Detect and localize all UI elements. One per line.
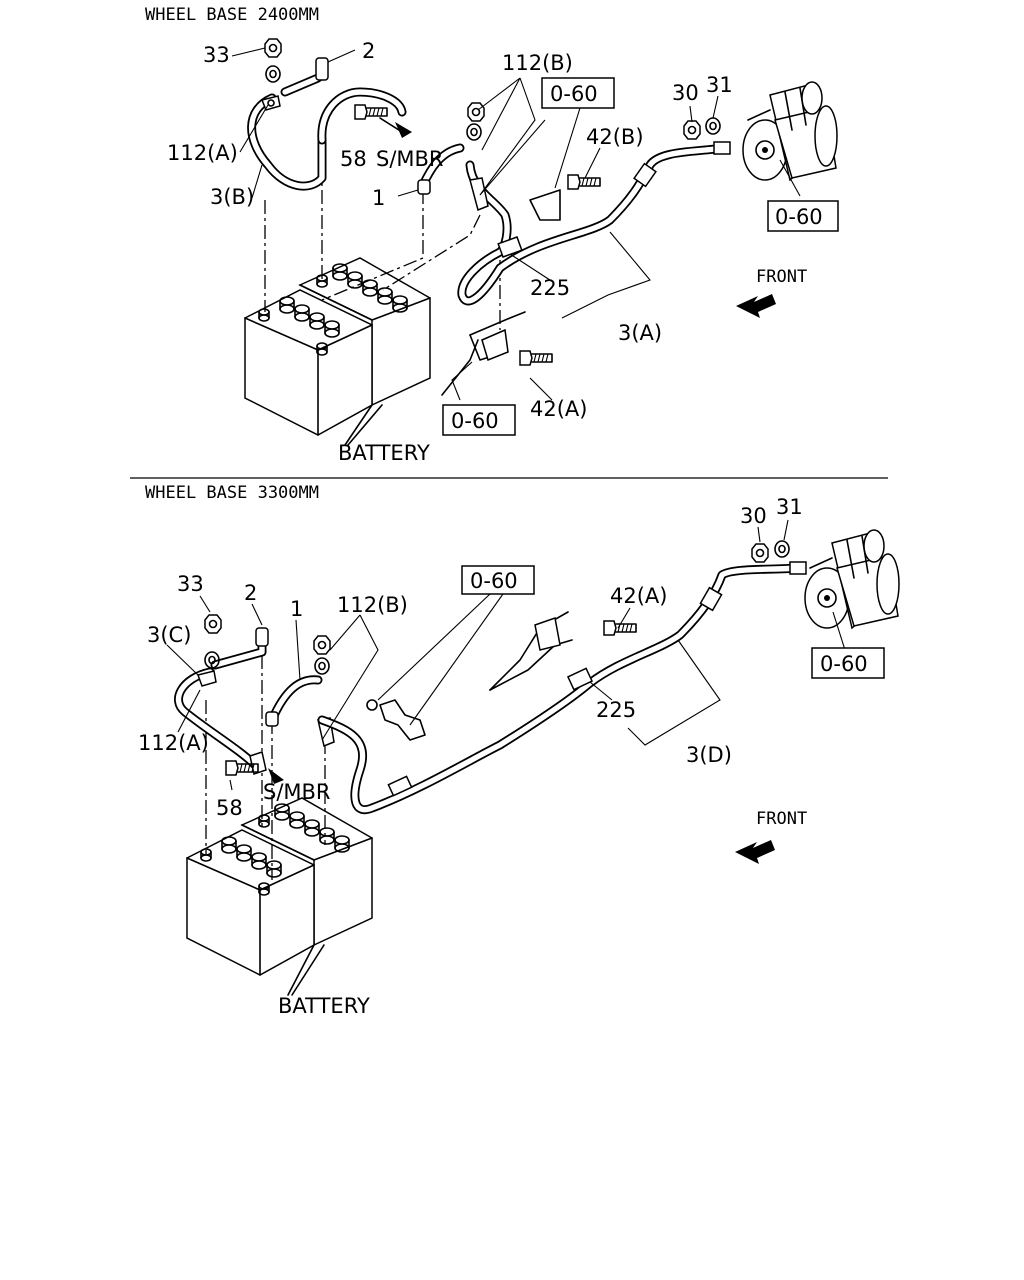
battery-leader-2 bbox=[287, 944, 325, 996]
s1-callout-2: 2 bbox=[362, 39, 375, 63]
section1-leader-lines bbox=[231, 47, 801, 401]
s2-callout-42a: 42(A) bbox=[610, 584, 667, 608]
lower-bracket bbox=[441, 311, 553, 396]
s1-front-label: FRONT bbox=[756, 267, 807, 287]
bolt-42a-icon bbox=[519, 350, 553, 366]
s1-callout-42a: 42(A) bbox=[530, 397, 587, 421]
s2-ref-box-1 bbox=[461, 565, 535, 595]
s2-callout-smbr: S/MBR bbox=[263, 780, 331, 804]
s2-front-arrow-icon bbox=[735, 840, 775, 864]
s1-callout-58: 58 bbox=[340, 147, 367, 171]
s1-callout-31: 31 bbox=[706, 73, 733, 97]
bracket-icon bbox=[529, 189, 561, 221]
starter-motor-s2-icon bbox=[804, 529, 900, 629]
s2-callout-3c: 3(C) bbox=[147, 623, 191, 647]
section2-brackets bbox=[366, 611, 637, 741]
s2-ref-box-2 bbox=[811, 647, 885, 679]
washer-31-icon bbox=[705, 117, 721, 135]
nut-30-icon bbox=[683, 120, 701, 140]
s1-ref-box-2 bbox=[767, 200, 839, 232]
section2-heading: WHEEL BASE 3300MM bbox=[145, 483, 319, 503]
s1-callout-30: 30 bbox=[672, 81, 699, 105]
s2-ref-2: 0-60 bbox=[820, 652, 868, 676]
cable-3c bbox=[174, 614, 269, 775]
bolt-42a-s2-icon bbox=[603, 620, 637, 636]
s2-front-label: FRONT bbox=[756, 809, 807, 829]
s1-callout-1: 1 bbox=[372, 186, 385, 210]
starter-motor-icon bbox=[742, 81, 838, 181]
section1-heading: WHEEL BASE 2400MM bbox=[145, 5, 319, 25]
s1-callout-smbr: S/MBR bbox=[376, 147, 444, 171]
s1-callout-3b: 3(B) bbox=[210, 185, 254, 209]
section2-leader-lines bbox=[166, 519, 846, 791]
s2-callout-2: 2 bbox=[244, 581, 257, 605]
bolt-42b-icon bbox=[567, 174, 601, 190]
s1-callout-225: 225 bbox=[530, 276, 570, 300]
washer-112b-icon bbox=[466, 123, 482, 141]
s2-callout-225: 225 bbox=[596, 698, 636, 722]
s1-callout-33: 33 bbox=[203, 43, 230, 67]
smbr-arrow-icon bbox=[268, 768, 284, 784]
nut-112b-s2-icon bbox=[313, 635, 331, 655]
s2-callout-3d: 3(D) bbox=[686, 743, 732, 767]
s2-callout-33: 33 bbox=[177, 572, 204, 596]
s2-callout-31: 31 bbox=[776, 495, 803, 519]
s1-callout-42b: 42(B) bbox=[586, 125, 644, 149]
s1-ref-box-3 bbox=[442, 404, 516, 436]
s1-callout-112a: 112(A) bbox=[167, 141, 238, 165]
nut-33-s2-icon bbox=[204, 614, 222, 634]
s1-ref-3: 0-60 bbox=[451, 409, 499, 433]
s1-ref-box-1 bbox=[541, 77, 615, 109]
section2-battery-label: BATTERY bbox=[278, 994, 370, 1018]
cable-1-s2 bbox=[265, 675, 323, 727]
cable-3a bbox=[457, 141, 731, 306]
washer-31-s2-icon bbox=[774, 540, 790, 558]
s2-callout-112a: 112(A) bbox=[138, 731, 209, 755]
nut-30-s2-icon bbox=[751, 543, 769, 563]
s2-callout-1: 1 bbox=[290, 597, 303, 621]
s2-callout-112b: 112(B) bbox=[337, 593, 408, 617]
bolt-58-icon bbox=[354, 104, 388, 120]
section1-battery-label: BATTERY bbox=[338, 441, 430, 465]
s1-front-arrow-icon bbox=[736, 294, 776, 318]
nut-33-icon bbox=[264, 38, 282, 58]
nut-112b-icon bbox=[467, 102, 485, 122]
s1-callout-3a: 3(A) bbox=[618, 321, 662, 345]
s2-ref-1: 0-60 bbox=[470, 569, 518, 593]
battery-pair-icon bbox=[244, 257, 431, 436]
battery-pair-2-icon bbox=[186, 797, 373, 976]
washer-icon bbox=[265, 65, 281, 83]
washer-112b-s2-icon bbox=[314, 657, 330, 675]
s1-callout-112b: 112(B) bbox=[502, 51, 573, 75]
s1-ref-1: 0-60 bbox=[550, 82, 598, 106]
battery-leader bbox=[344, 404, 383, 446]
cable-smbr bbox=[317, 87, 412, 145]
s2-callout-58: 58 bbox=[216, 796, 243, 820]
s1-ref-2: 0-60 bbox=[775, 205, 823, 229]
s2-callout-30: 30 bbox=[740, 504, 767, 528]
cable-3d bbox=[317, 561, 807, 815]
cable-1 bbox=[417, 143, 465, 195]
